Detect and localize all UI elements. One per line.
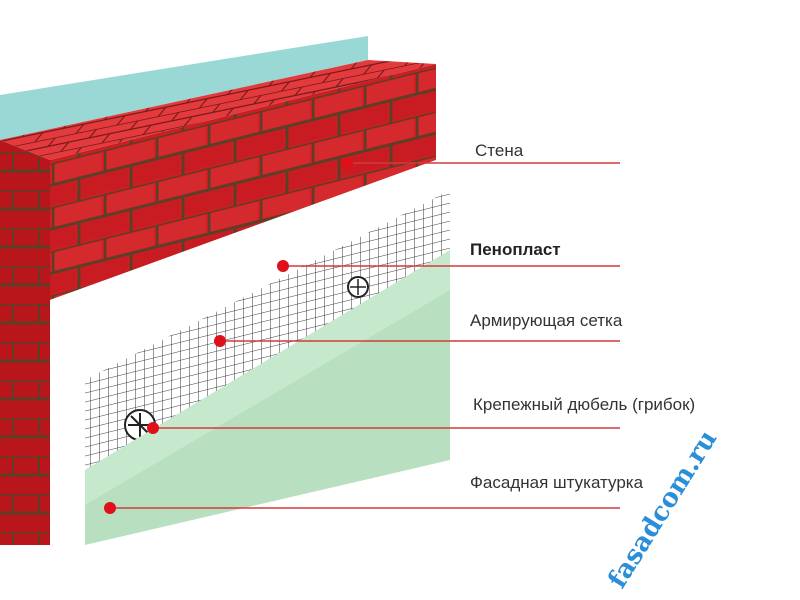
wall-top-strip bbox=[0, 36, 368, 140]
label-mesh: Армирующая сетка bbox=[470, 311, 623, 330]
label-foam: Пенопласт bbox=[470, 240, 561, 259]
watermark: fasadcom.ru bbox=[602, 425, 723, 594]
marker-foam bbox=[277, 260, 289, 272]
brick-wall-front bbox=[50, 64, 436, 300]
brick-wall-side bbox=[0, 140, 50, 545]
reinforcing-mesh bbox=[85, 190, 450, 470]
marker-mesh bbox=[214, 335, 226, 347]
brick-wall-top bbox=[0, 60, 436, 160]
label-plaster: Фасадная штукатурка bbox=[470, 473, 644, 492]
dowel-icon-secondary bbox=[347, 276, 369, 298]
label-wall: Стена bbox=[475, 141, 524, 160]
marker-wall bbox=[341, 157, 353, 169]
marker-dowel bbox=[147, 422, 159, 434]
marker-plaster bbox=[104, 502, 116, 514]
leader-lines bbox=[110, 162, 620, 509]
markers bbox=[104, 157, 353, 514]
label-dowel: Крепежный дюбель (грибок) bbox=[473, 395, 695, 414]
facade-plaster-base bbox=[85, 250, 450, 505]
